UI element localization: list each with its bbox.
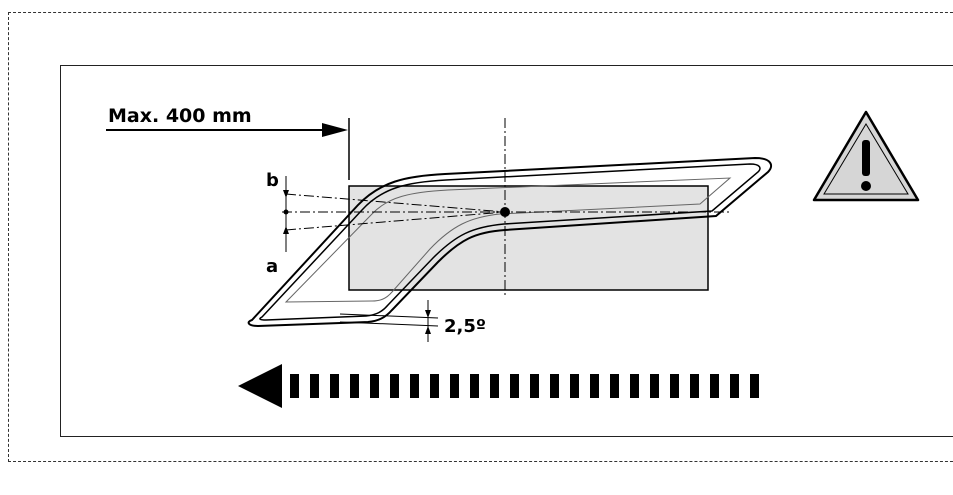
arrow-dash [430,374,439,398]
arrow-dash [610,374,619,398]
tilt-annotation: 2,5º [339,300,486,342]
arrow-dash [550,374,559,398]
arrow-dash [630,374,639,398]
direction-arrowhead [238,364,282,408]
outer-dashed-frame [8,12,953,462]
angle-markers: b a [266,170,289,277]
arrow-dash [470,374,479,398]
arrow-dash [410,374,419,398]
inner-frame [60,65,953,437]
lamp-outline-inner [259,163,761,321]
arrow-dash [490,374,499,398]
arrow-dash [350,374,359,398]
lamp-inner-inset [284,177,732,303]
max-distance-annotation: Max. 400 mm [106,105,350,180]
angle-a-line [285,211,506,231]
center-point [500,207,510,217]
arrow-dash [670,374,679,398]
lamp-outline-outer [247,156,773,328]
arrow-dash [330,374,339,398]
arrow-dash [570,374,579,398]
angle-a-label: a [266,256,278,277]
angle-b-line [285,193,506,213]
arrow-dash [450,374,459,398]
arrow-dash [290,374,299,398]
distance-arrowhead [322,123,348,137]
max-distance-label: Max. 400 mm [108,105,252,127]
arrow-dash [690,374,699,398]
arrow-dash [710,374,719,398]
arrow-dash [310,374,319,398]
angle-b-label: b [266,170,279,191]
direction-arrow [238,364,759,408]
warning-icon [812,110,920,202]
tilt-angle-label: 2,5º [444,316,486,337]
arrow-dash [730,374,739,398]
arrow-dashes [290,374,759,398]
sensor-box [348,185,709,291]
arrow-dash [530,374,539,398]
arrow-dash [390,374,399,398]
arrow-dash [650,374,659,398]
arrow-dash [750,374,759,398]
arrow-dash [510,374,519,398]
arrow-dash [370,374,379,398]
arrow-dash [590,374,599,398]
